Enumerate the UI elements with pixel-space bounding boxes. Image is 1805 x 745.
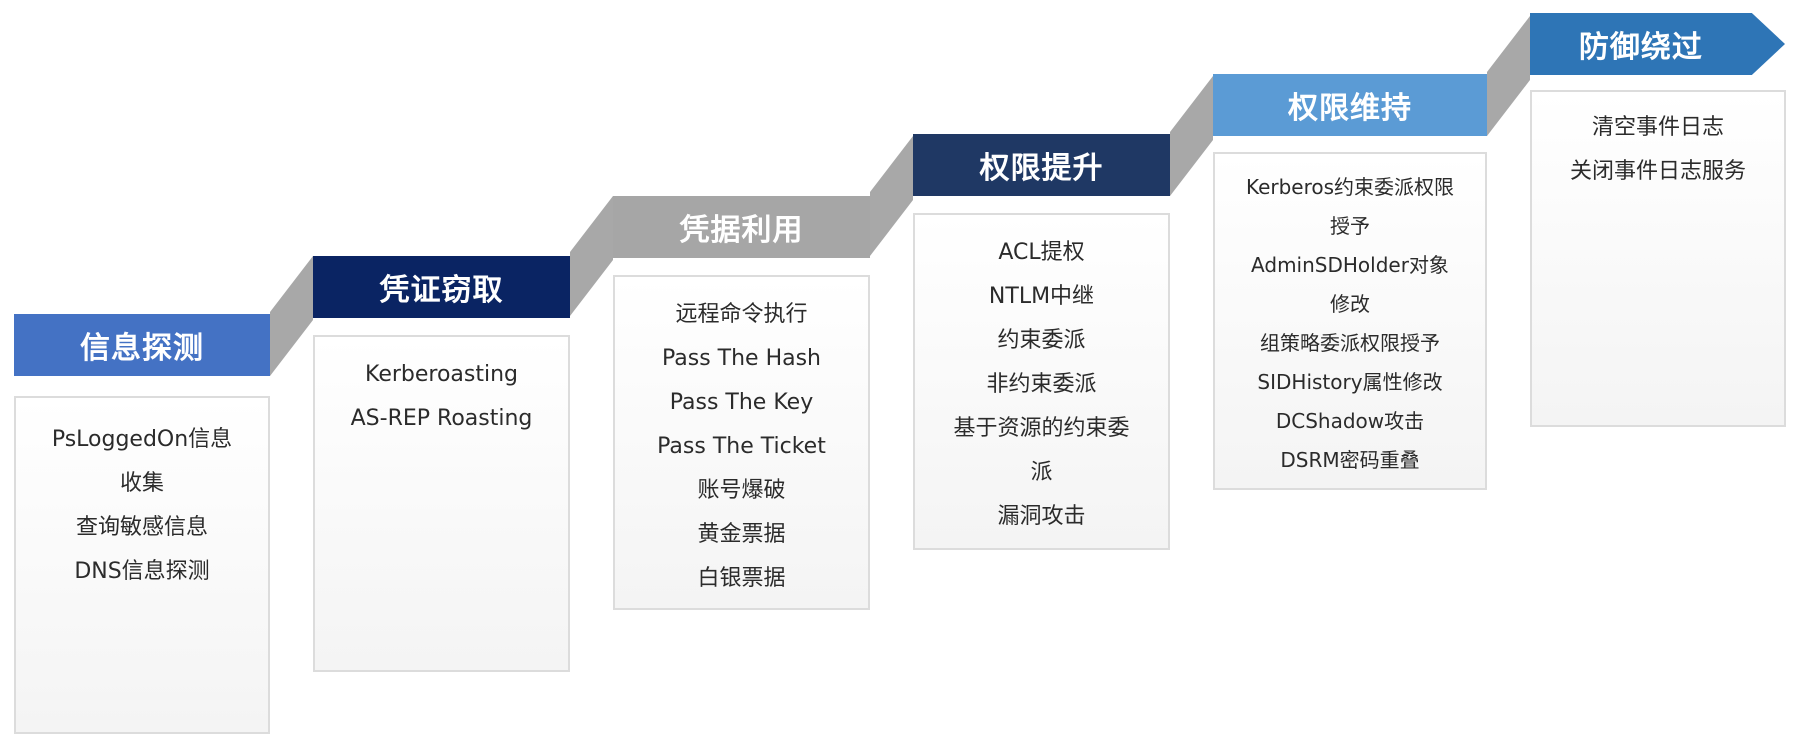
stage-title: 防御绕过	[1578, 30, 1703, 65]
stage-body-privilege-escalation: ACL提权 NTLM中继 约束委派 非约束委派 基于资源的约束委 派 漏洞攻击	[913, 213, 1170, 550]
connector-2-3	[570, 196, 613, 316]
stage-item: 白银票据	[697, 566, 786, 591]
stage-item: 非约束委派	[986, 372, 1097, 397]
stage-item: DNS信息探测	[74, 559, 210, 584]
stage-item: Kerberos约束委派权限	[1245, 175, 1455, 199]
stage-item: NTLM中继	[988, 284, 1095, 309]
connector-3-4	[870, 136, 913, 256]
stage-item: PsLoggedOn信息	[51, 427, 233, 452]
stage-header-info-detection: 信息探测	[14, 314, 270, 376]
stage-item: DCShadow攻击	[1275, 409, 1425, 433]
stage-item: 远程命令执行	[675, 302, 808, 327]
stage-item: ACL提权	[998, 240, 1085, 265]
connector-1-2	[270, 256, 313, 376]
stage-body-info-detection: PsLoggedOn信息 收集 查询敏感信息 DNS信息探测	[14, 396, 270, 734]
stage-item: 关闭事件日志服务	[1569, 159, 1746, 184]
stage-title: 权限提升	[979, 151, 1104, 186]
stage-item: Pass The Key	[669, 390, 814, 415]
stage-item: 查询敏感信息	[75, 515, 208, 540]
stage-title: 凭据利用	[679, 213, 804, 248]
stage-item: 派	[1030, 460, 1053, 485]
stage-item: 约束委派	[997, 328, 1086, 353]
stage-item: 黄金票据	[697, 522, 786, 547]
stage-item: Kerberoasting	[364, 362, 519, 387]
stage-header-privilege-escalation: 权限提升	[913, 134, 1170, 196]
stage-title: 权限维持	[1288, 91, 1412, 126]
stage-title: 信息探测	[80, 331, 204, 366]
stage-item: Pass The Ticket	[657, 434, 826, 459]
stage-item: AdminSDHolder对象	[1251, 253, 1449, 277]
stage-title: 凭证窃取	[379, 273, 504, 308]
stage-body-defense-evasion: 清空事件日志 关闭事件日志服务	[1530, 90, 1786, 427]
stage-body-credential-use: 远程命令执行 Pass The Hash Pass The Key Pass T…	[613, 275, 870, 610]
stage-body-persistence: Kerberos约束委派权限 授予 AdminSDHolder对象 修改 组策略…	[1213, 152, 1487, 490]
stage-item: 授予	[1330, 214, 1370, 238]
stage-item: 组策略委派权限授予	[1260, 331, 1440, 355]
stage-header-credential-theft: 凭证窃取	[313, 256, 570, 318]
connector-4-5	[1170, 76, 1213, 196]
stage-header-persistence: 权限维持	[1213, 74, 1487, 136]
stage-item: 基于资源的约束委	[953, 416, 1130, 441]
stage-item: Pass The Hash	[661, 346, 822, 371]
stage-item: DSRM密码重叠	[1280, 448, 1420, 472]
connector-5-6	[1487, 16, 1530, 136]
stage-body-credential-theft: Kerberoasting AS-REP Roasting	[313, 335, 570, 672]
stage-item: 清空事件日志	[1591, 115, 1724, 140]
stage-header-credential-use: 凭据利用	[613, 196, 870, 258]
stage-item: AS-REP Roasting	[350, 406, 533, 431]
stage-item: SIDHistory属性修改	[1257, 370, 1443, 394]
stage-item: 收集	[119, 471, 164, 496]
stage-item: 修改	[1330, 292, 1370, 316]
stage-item: 漏洞攻击	[997, 504, 1086, 529]
stage-header-defense-evasion: 防御绕过	[1530, 13, 1785, 75]
stage-item: 账号爆破	[697, 478, 786, 503]
